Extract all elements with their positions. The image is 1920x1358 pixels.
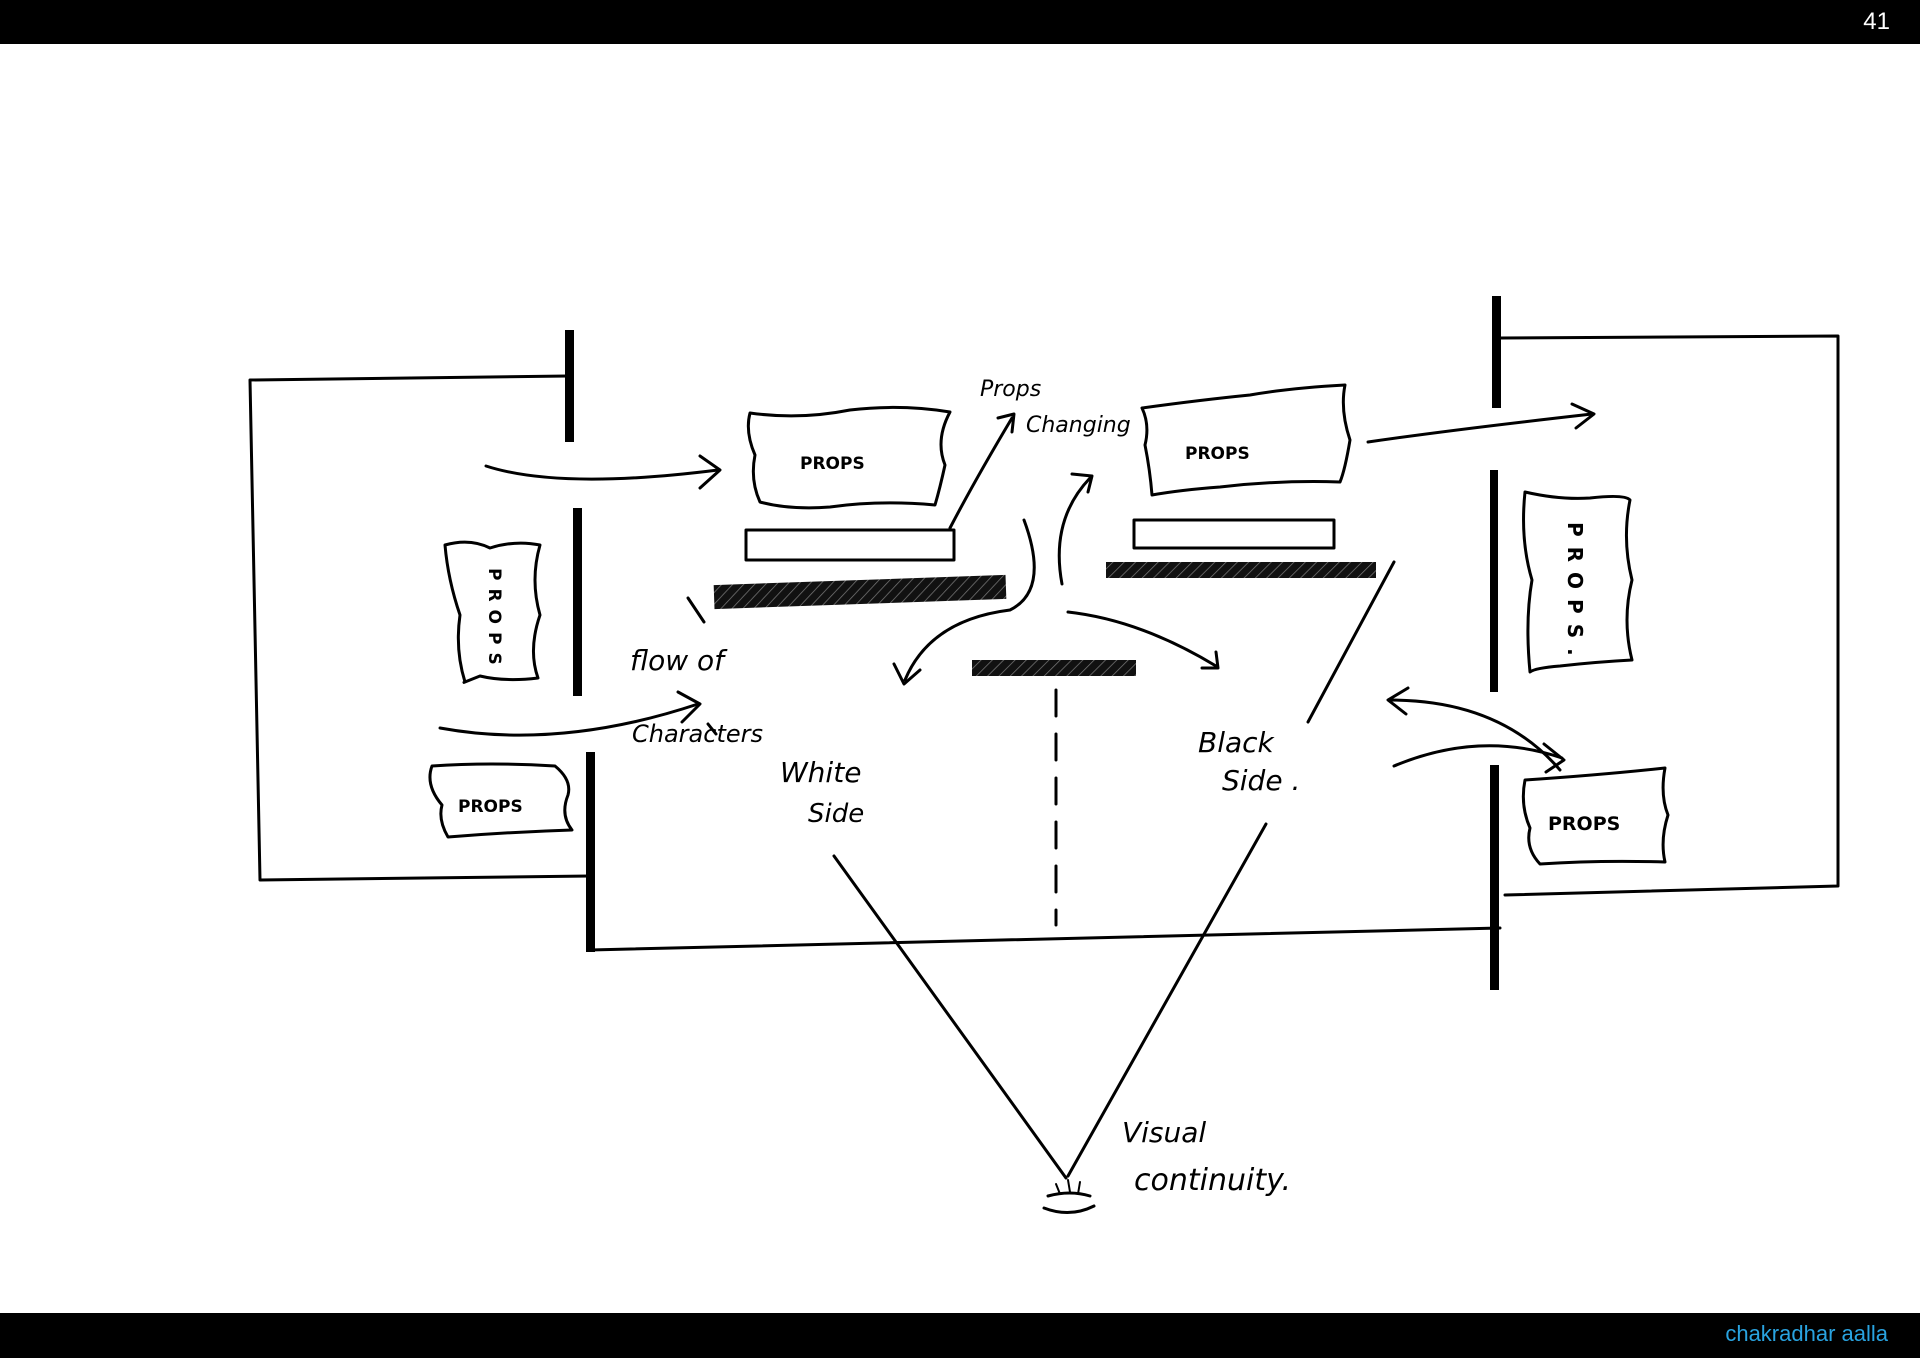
props-box-right-bottom	[1521, 766, 1670, 866]
props-label-top-right: PROPS	[1185, 444, 1250, 464]
left-flat-bottom	[586, 752, 595, 952]
flow-arrow-left-bottom-head	[676, 690, 702, 724]
flow-arrow-left-top	[484, 464, 720, 481]
label-white-side-2: Side	[808, 799, 864, 829]
props-label-top-left: PROPS	[800, 454, 865, 474]
props-label-right-vertical: PROPS.	[1563, 522, 1587, 666]
flow-tick	[686, 596, 706, 624]
flow-tick-2	[706, 722, 718, 736]
left-flat-middle	[573, 508, 582, 696]
flow-arrow-left-bottom	[438, 702, 700, 737]
label-visual-continuity-2: continuity.	[1134, 1163, 1291, 1198]
page-number: 41	[1863, 8, 1890, 35]
right-flat-middle	[1490, 470, 1498, 692]
label-black-side-1: Black	[1198, 726, 1276, 759]
sight-line-black-side	[1066, 822, 1268, 1178]
label-flow-2: Characters	[632, 720, 763, 748]
label-props-changing-2: Changing	[1026, 413, 1131, 438]
props-box-left-vertical	[443, 540, 542, 684]
author-credit: chakradhar aalla	[1725, 1321, 1888, 1346]
left-wing-outline	[248, 374, 592, 882]
props-label-left-vertical: PROPS	[484, 568, 504, 673]
flow-arrow-right-bottom	[1392, 744, 1564, 768]
sight-line-white-side	[832, 854, 1068, 1180]
flow-arrow-right-bottom-head	[1542, 742, 1566, 774]
props-box-top-left	[746, 405, 952, 510]
label-black-side-2: Side .	[1222, 764, 1300, 797]
props-changing-arrow-head	[996, 412, 1016, 434]
props-changing-arrow	[948, 416, 1014, 530]
split-arrow-left-head	[892, 662, 922, 686]
platform-center-hatched	[972, 660, 1136, 676]
label-white-side-1: White	[780, 756, 861, 789]
props-box-right-vertical	[1522, 490, 1634, 674]
flow-arrow-right-top-head	[1570, 402, 1596, 430]
bottom-bar: chakradhar aalla	[0, 1313, 1920, 1358]
left-flat-top	[565, 330, 574, 442]
platform-right-hatched	[1106, 562, 1376, 578]
label-visual-continuity-1: Visual	[1122, 1116, 1206, 1149]
props-box-left-bottom	[428, 762, 574, 839]
label-flow-1: flow of	[630, 644, 728, 677]
viewer-eye-icon	[1042, 1179, 1096, 1214]
flow-arrow-left-top-head	[698, 454, 722, 490]
props-changing-arrow-2-head	[1070, 472, 1094, 494]
platform-right-outline	[1132, 518, 1336, 550]
right-wing-outline	[1498, 334, 1840, 897]
flow-arrow-right-bidirectional-head	[1386, 686, 1410, 716]
top-bar: 41	[0, 0, 1920, 44]
props-changing-arrow-2	[1057, 476, 1092, 586]
props-label-right-bottom: PROPS	[1548, 813, 1620, 835]
split-arrow-left	[903, 518, 1036, 682]
split-arrow-right	[1066, 610, 1218, 668]
split-arrow-right-head	[1200, 650, 1220, 670]
svg-text:PROPS.: PROPS.	[1563, 522, 1587, 666]
stage-base-line	[588, 926, 1502, 952]
props-label-left-bottom: PROPS	[458, 797, 523, 817]
flow-arrow-right-top	[1366, 412, 1594, 444]
props-box-top-right	[1140, 383, 1352, 497]
svg-text:PROPS: PROPS	[484, 568, 504, 673]
right-flat-top	[1492, 296, 1501, 408]
right-flat-bottom	[1490, 765, 1499, 990]
label-props-changing-1: Props	[980, 377, 1041, 402]
platform-left-hatched	[713, 574, 1007, 610]
connector-black-side	[1306, 560, 1396, 724]
platform-left-outline	[744, 528, 956, 562]
